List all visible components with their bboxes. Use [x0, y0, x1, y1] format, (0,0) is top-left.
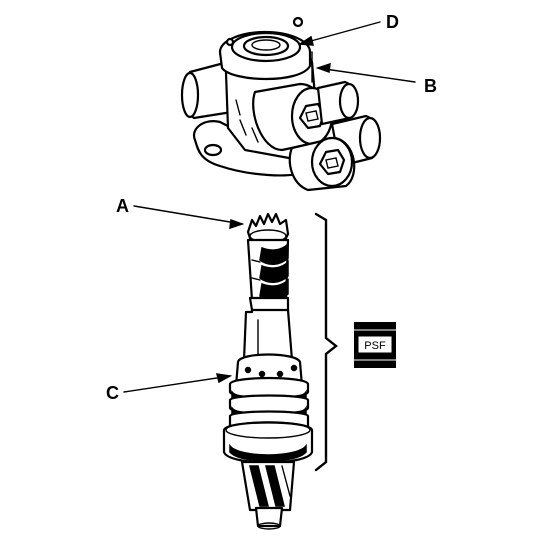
callout-label-c: C [106, 383, 119, 403]
callout-label-b: B [424, 76, 437, 96]
pinion-valve-assembly [222, 212, 314, 530]
callout-label-a: A [116, 196, 129, 216]
psf-badge-text: PSF [364, 340, 386, 352]
callout-leaders [123, 21, 416, 393]
psf-fluid-badge: PSF [354, 322, 396, 368]
callout-label-d: D [386, 12, 399, 32]
valve-body-housing [180, 16, 382, 192]
assembly-bracket [314, 212, 338, 472]
